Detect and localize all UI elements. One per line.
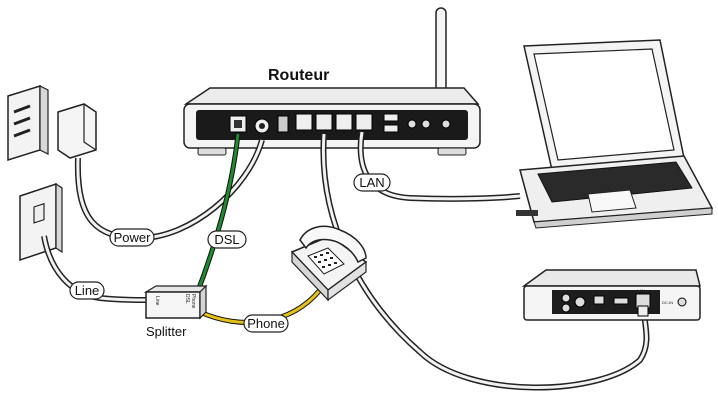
line-label: Line: [75, 283, 100, 298]
router-lan-port: [315, 113, 333, 131]
media-box-spdif-label: SPDIF: [591, 290, 603, 295]
media-box-hdmi-port: [613, 297, 629, 305]
router-top: [183, 87, 480, 105]
dsl-label: DSL: [214, 232, 239, 247]
router-switch: [277, 115, 289, 133]
router-button: [421, 119, 431, 129]
wall-phone-jack: [19, 182, 63, 262]
media-box: SPDIF HDMI LAN DC-IN: [521, 269, 701, 321]
router-usb-port: [383, 124, 399, 133]
splitter-port-dsl: DSL: [184, 294, 190, 304]
router-lan-port: [355, 113, 373, 131]
router: [183, 7, 481, 156]
router-usb-port: [383, 113, 399, 122]
router-button: [441, 119, 451, 129]
media-box-jack: [561, 293, 571, 303]
router-title: Routeur: [268, 67, 329, 84]
router-button: [407, 119, 417, 129]
media-box-dc-jack: [677, 297, 687, 307]
media-box-hdmi-label: HDMI: [613, 291, 623, 296]
router-foot: [197, 147, 227, 156]
media-box-jack: [574, 296, 586, 308]
laptop-ports: [516, 210, 538, 216]
splitter-label: Splitter: [146, 324, 187, 339]
router-lan-port: [295, 113, 313, 131]
splitter-port-line: Line: [154, 296, 160, 306]
dsl-callout: DSL: [207, 230, 247, 249]
media-box-dc-label: DC-IN: [662, 300, 673, 305]
media-box-jack: [561, 303, 571, 313]
splitter-port-phone: Phone: [190, 294, 196, 309]
telephone: [290, 225, 368, 302]
laptop: [516, 39, 714, 229]
media-box-lan-plug: [637, 305, 649, 317]
wall-outlet: [7, 84, 49, 162]
lan-label: LAN: [359, 175, 384, 190]
power-label: Power: [114, 230, 152, 245]
router-lan-port: [335, 113, 353, 131]
media-box-spdif-port: [593, 295, 605, 305]
phone-callout: Phone: [243, 314, 289, 333]
router-lan-ports: [295, 113, 373, 131]
router-power-jack-pin: [259, 123, 265, 129]
media-box-lan-label: LAN: [637, 288, 645, 293]
splitter: Line DSL Phone: [143, 284, 208, 320]
phone-label: Phone: [247, 316, 285, 331]
lan-callout: LAN: [353, 173, 391, 192]
router-foot: [437, 147, 467, 156]
power-callout: Power: [109, 228, 155, 247]
power-adapter: [57, 103, 97, 159]
router-dsl-port-jack: [234, 120, 242, 128]
line-callout: Line: [69, 281, 105, 300]
